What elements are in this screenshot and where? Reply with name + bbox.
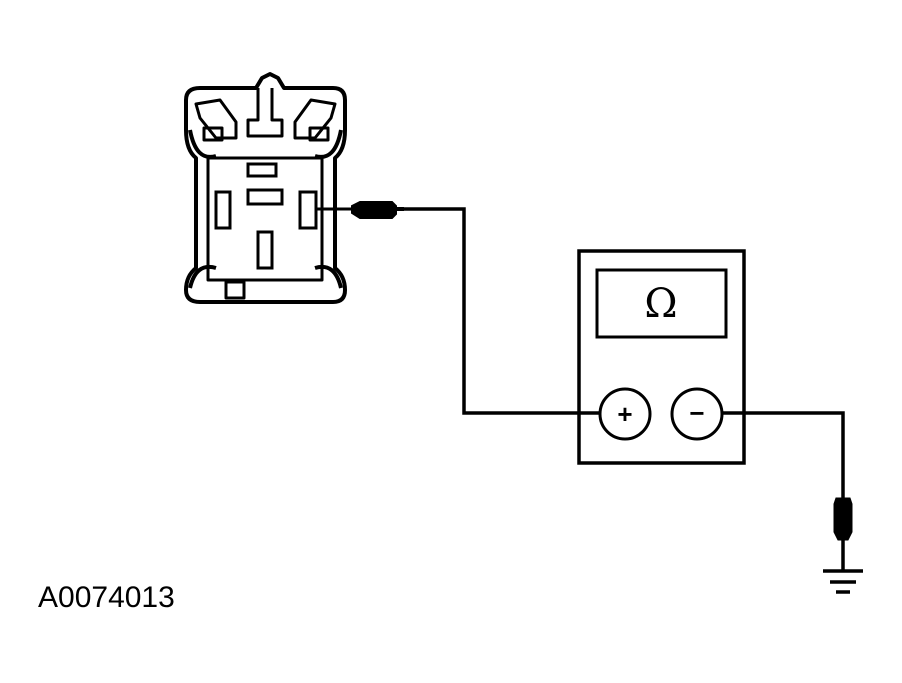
electrical-connector bbox=[184, 72, 347, 304]
connector-test-probe bbox=[316, 201, 404, 219]
ohmmeter: Ω + − bbox=[577, 249, 746, 465]
negative-terminal-symbol: − bbox=[689, 398, 704, 428]
positive-terminal bbox=[598, 387, 652, 441]
ohm-symbol: Ω bbox=[644, 281, 677, 327]
positive-terminal-symbol: + bbox=[617, 399, 632, 429]
ground-symbol bbox=[823, 569, 863, 594]
terminal-cavities bbox=[214, 162, 318, 270]
meter-display bbox=[595, 268, 728, 339]
figure-reference-code: A0074013 bbox=[38, 581, 175, 614]
terminal-slot bbox=[246, 188, 284, 206]
negative-test-lead bbox=[722, 411, 845, 498]
ground-probe bbox=[833, 497, 853, 570]
terminal-slot bbox=[298, 190, 318, 230]
positive-test-lead bbox=[404, 207, 600, 415]
meter-body bbox=[577, 249, 746, 465]
terminal-slot bbox=[256, 230, 274, 270]
terminal-slot bbox=[214, 190, 232, 230]
terminal-slot bbox=[246, 162, 278, 178]
